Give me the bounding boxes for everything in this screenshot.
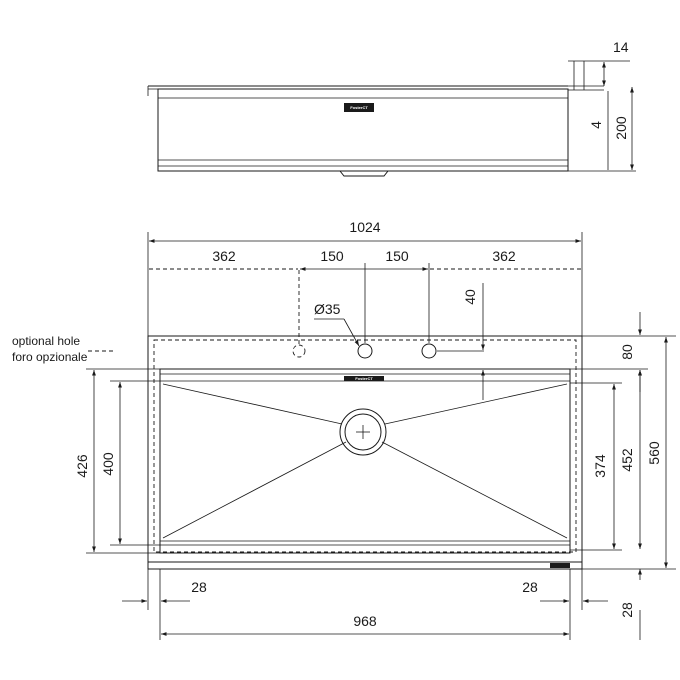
overall-depth-label: 560 bbox=[646, 441, 662, 465]
spacing-left-label: 362 bbox=[212, 248, 236, 264]
dim-height-label: 200 bbox=[613, 116, 629, 140]
deck-depth-label: 80 bbox=[619, 344, 635, 360]
drain bbox=[339, 408, 387, 456]
spacing-center-left-label: 150 bbox=[320, 248, 344, 264]
tap-hole-center bbox=[357, 343, 373, 359]
spacing-center-right-label: 150 bbox=[385, 248, 409, 264]
bottom-width-label: 968 bbox=[353, 613, 377, 629]
optional-hole bbox=[292, 344, 306, 358]
hole-offset-label: 40 bbox=[462, 289, 478, 305]
dim-top-label: 14 bbox=[613, 39, 629, 55]
top-view: FosterCT 1024 362 150 150 362 Ø35 40 bbox=[12, 219, 676, 640]
optional-hole-note-en: optional hole bbox=[12, 334, 80, 348]
outer-bowl-depth-label: 452 bbox=[619, 448, 635, 472]
side-logo-text: FosterCT bbox=[350, 105, 368, 110]
left-inner-depth-label: 400 bbox=[100, 452, 116, 476]
tap-hole-right bbox=[421, 343, 437, 359]
corner-logo bbox=[550, 563, 570, 568]
inner-bowl-depth-label: 374 bbox=[592, 454, 608, 478]
side-view: FosterCT 14 4 200 bbox=[147, 39, 636, 177]
hole-diameter-label: Ø35 bbox=[314, 301, 341, 317]
margin-bottom-label: 28 bbox=[619, 602, 635, 618]
top-logo: FosterCT bbox=[344, 376, 384, 381]
dim-inner-label: 4 bbox=[588, 121, 604, 129]
side-logo: FosterCT bbox=[344, 103, 374, 112]
margin-left-label: 28 bbox=[191, 579, 207, 595]
top-logo-text: FosterCT bbox=[355, 376, 373, 381]
spacing-right-label: 362 bbox=[492, 248, 516, 264]
margin-right-label: 28 bbox=[522, 579, 538, 595]
overall-width-label: 1024 bbox=[349, 219, 380, 235]
left-outer-depth-label: 426 bbox=[74, 454, 90, 478]
optional-hole-note-it: foro opzionale bbox=[12, 350, 88, 364]
